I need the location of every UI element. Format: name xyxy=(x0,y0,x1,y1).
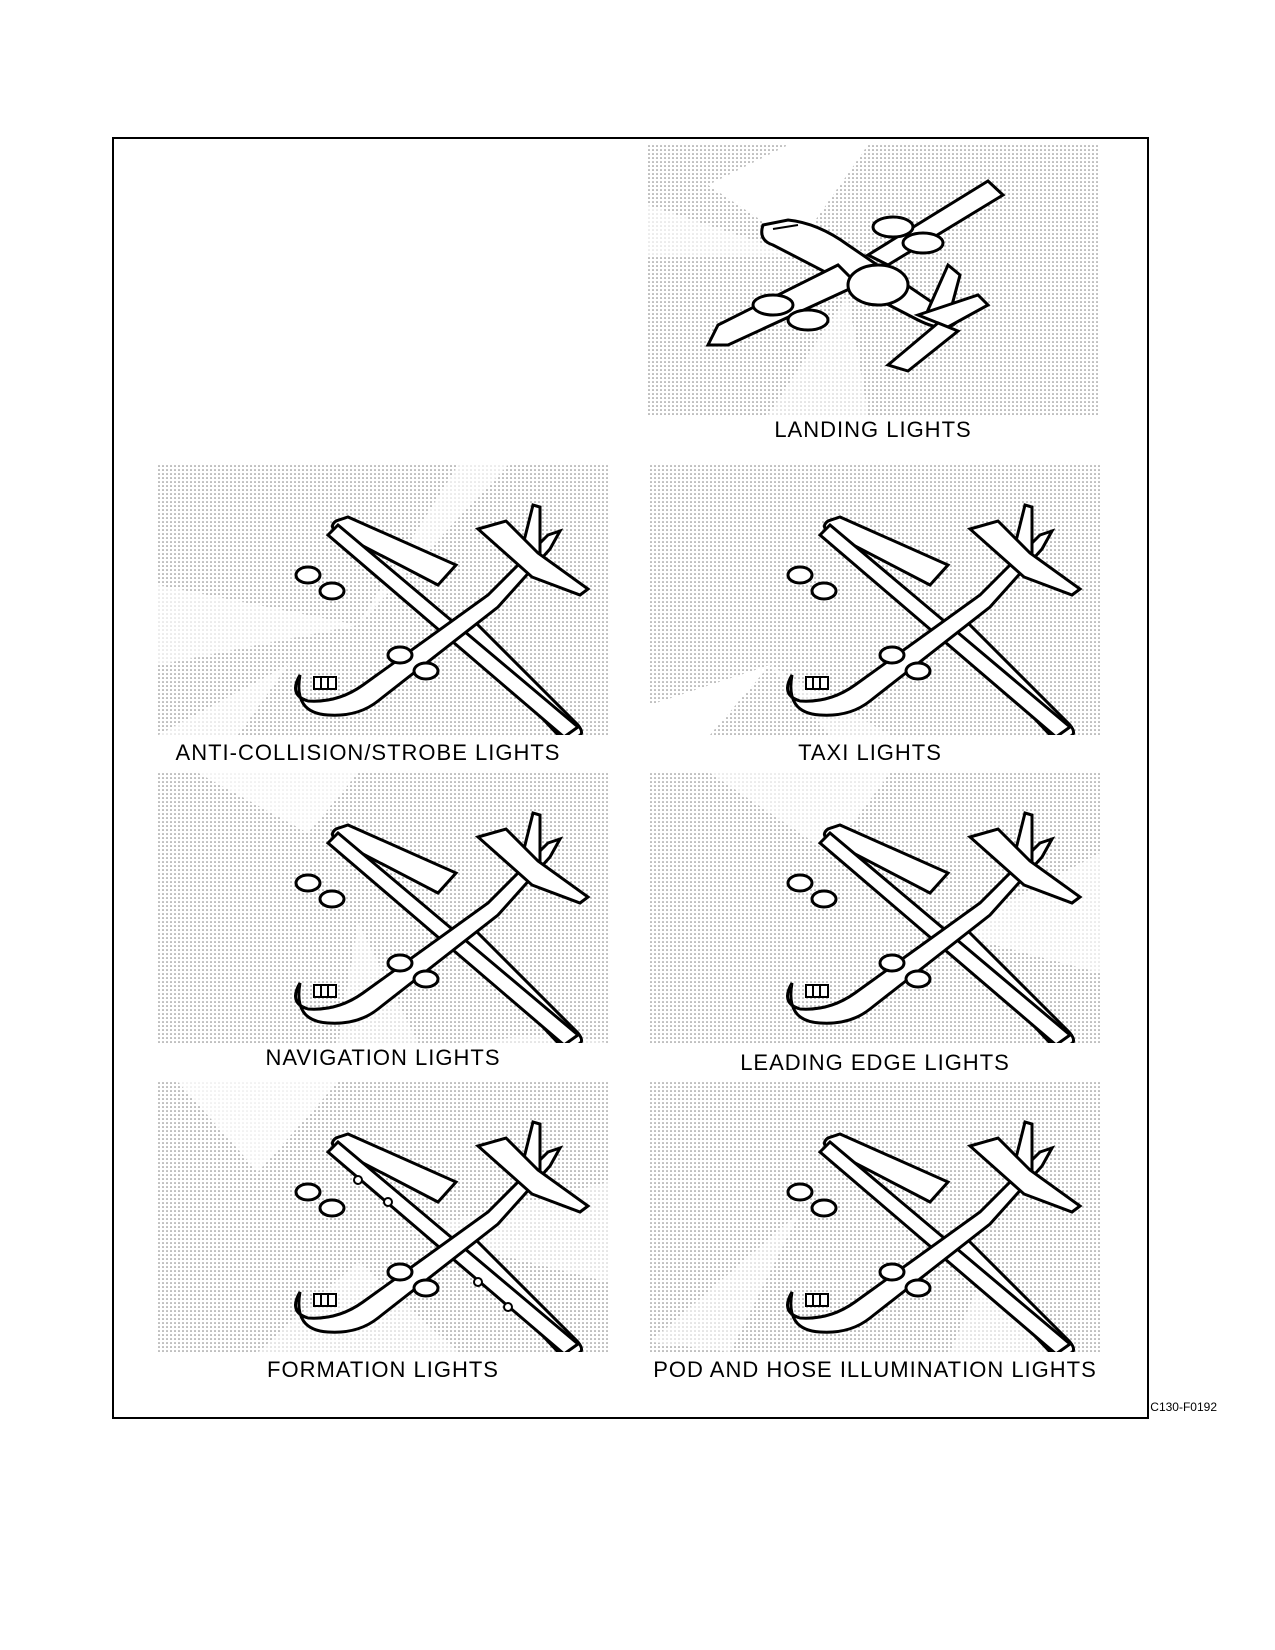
panel-caption: LANDING LIGHTS xyxy=(774,417,972,442)
panel-caption: ANTI-COLLISION/STROBE LIGHTS xyxy=(175,740,561,765)
anti-collision-illustration xyxy=(158,465,608,735)
figure-id: C130-F0192 xyxy=(1150,1400,1217,1414)
taxi-lights-illustration xyxy=(650,465,1100,735)
leading-edge-illustration xyxy=(650,773,1100,1043)
panel-caption: POD AND HOSE ILLUMINATION LIGHTS xyxy=(653,1357,1097,1382)
panel-anti-collision-lights: ANTI-COLLISION/STROBE LIGHTS xyxy=(158,465,608,765)
panel-landing-lights: LANDING LIGHTS xyxy=(648,145,1098,442)
panel-leading-edge-lights: LEADING EDGE LIGHTS xyxy=(650,773,1100,1075)
figure-frame xyxy=(112,137,1149,1419)
pod-hose-illustration xyxy=(650,1082,1100,1352)
panel-taxi-lights: TAXI LIGHTS xyxy=(650,465,1100,765)
panel-navigation-lights: NAVIGATION LIGHTS xyxy=(158,773,608,1070)
panel-caption: TAXI LIGHTS xyxy=(798,740,942,765)
panel-caption: LEADING EDGE LIGHTS xyxy=(740,1050,1010,1075)
panel-pod-and-hose-lights: POD AND HOSE ILLUMINATION LIGHTS xyxy=(650,1082,1100,1382)
panel-formation-lights: FORMATION LIGHTS xyxy=(158,1082,608,1382)
landing-lights-illustration xyxy=(648,145,1098,415)
navigation-lights-illustration xyxy=(158,773,608,1043)
panel-caption: NAVIGATION LIGHTS xyxy=(265,1045,501,1070)
formation-lights-illustration xyxy=(158,1082,608,1352)
panel-caption: FORMATION LIGHTS xyxy=(267,1357,499,1382)
